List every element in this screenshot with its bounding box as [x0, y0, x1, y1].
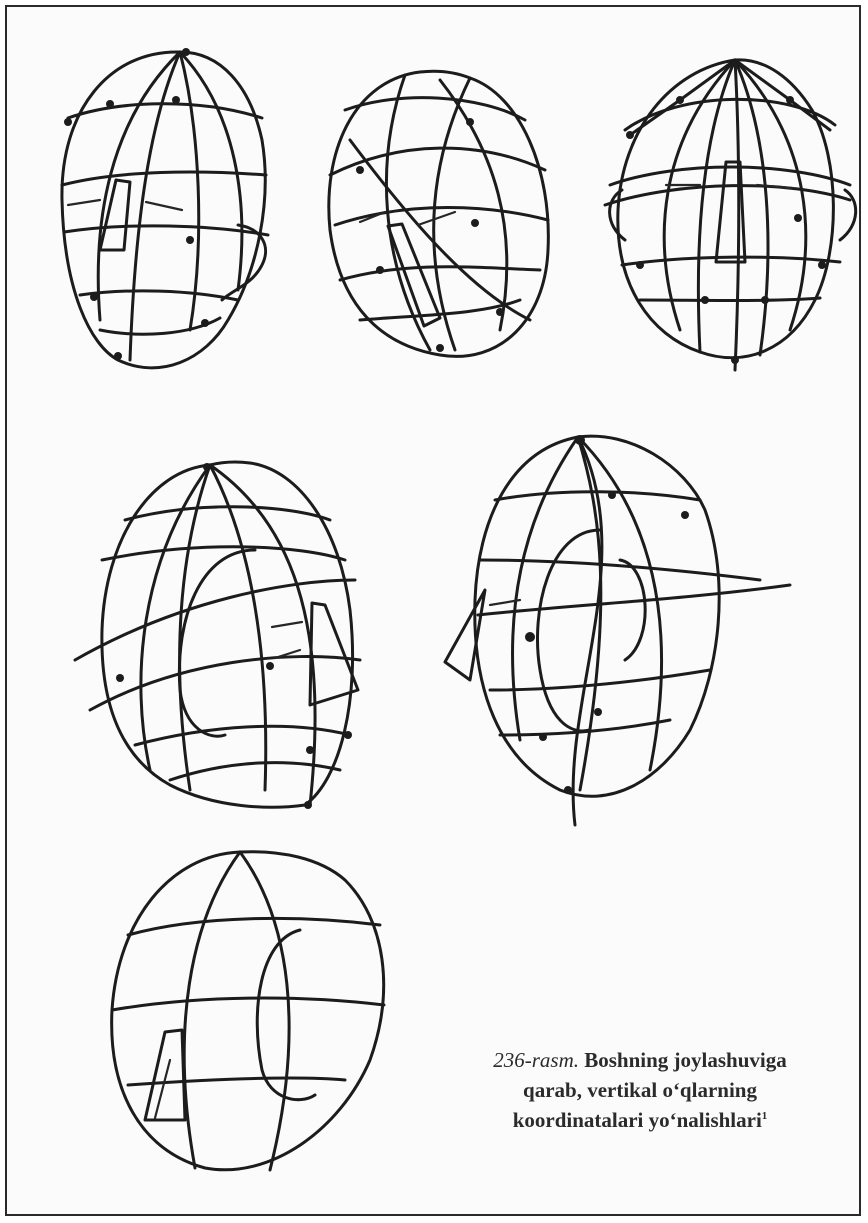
- caption-text-1: Boshning joylashuviga: [584, 1048, 787, 1072]
- figure-label: 236-rasm.: [493, 1048, 579, 1072]
- head-sketch-1: [62, 48, 268, 368]
- head-sketch-2: [329, 71, 549, 356]
- head-sketch-6: [112, 852, 384, 1170]
- head-sketch-4: [75, 462, 360, 809]
- figure-caption: 236-rasm. Boshning joylashuviga qarab, v…: [440, 1045, 840, 1135]
- caption-line-1: 236-rasm. Boshning joylashuviga: [440, 1045, 840, 1075]
- caption-line-2: qarab, vertikal o‘qlarning: [440, 1075, 840, 1105]
- head-sketch-5: [445, 435, 790, 825]
- head-sketch-3: [605, 60, 856, 370]
- caption-text-3: koordinatalari yo‘nalishlari: [513, 1108, 762, 1132]
- caption-line-3: koordinatalari yo‘nalishlari1: [440, 1105, 840, 1135]
- footnote-mark: 1: [762, 1110, 768, 1122]
